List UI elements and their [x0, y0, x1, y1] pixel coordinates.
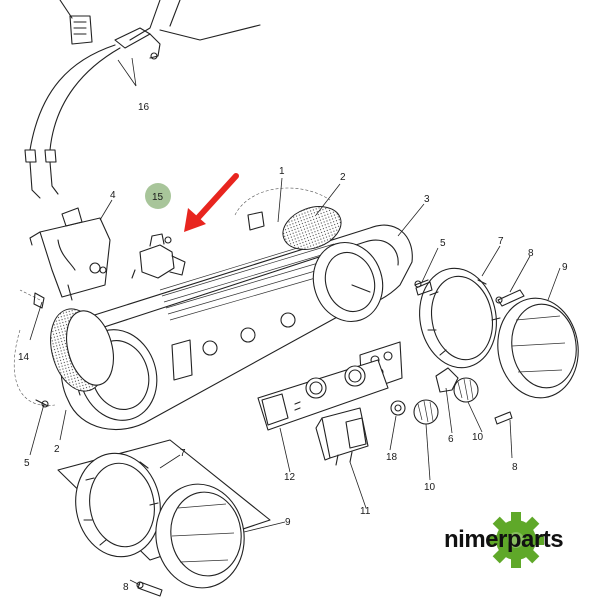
callout-8: 8: [512, 462, 518, 473]
callout-3: 3: [424, 194, 430, 205]
sensor-part-15: [131, 233, 186, 279]
callout-7: 7: [180, 448, 186, 459]
lower-bezel-assembly: [57, 439, 271, 597]
callout-1: 1: [279, 166, 285, 177]
callout-16: 16: [138, 102, 150, 113]
callout-14: 14: [18, 352, 30, 363]
highlight-circle: [145, 183, 171, 209]
right-gauge-housing: [234, 187, 342, 250]
left-gauge-housing: [13, 289, 114, 406]
rocker-switch-part-11: [315, 407, 369, 466]
screws: [35, 279, 429, 408]
callout-9: 9: [285, 517, 291, 528]
instrument-panel: [60, 224, 413, 431]
lower-panel-part-12: [257, 359, 389, 431]
highlight-arrow: [184, 173, 239, 232]
leader-lines: [29, 57, 561, 586]
callout-5: 5: [440, 238, 446, 249]
callout-9: 9: [562, 262, 568, 273]
callout-11: 11: [360, 506, 371, 517]
callout-6: 6: [448, 434, 454, 445]
callout-10: 10: [472, 432, 484, 443]
knobs: [390, 367, 479, 425]
callout-2: 2: [54, 444, 60, 455]
callout-7: 7: [498, 236, 504, 247]
callout-15: 15: [152, 192, 164, 203]
callout-4: 4: [110, 190, 116, 201]
brand-name: nimerparts: [444, 526, 564, 553]
callout-5: 5: [24, 458, 30, 469]
callout-10: 10: [424, 482, 436, 493]
callout-8: 8: [123, 582, 129, 593]
right-bezel-assembly: [415, 267, 579, 425]
switch-part-4: [29, 207, 111, 301]
callout-2: 2: [340, 172, 346, 183]
callout-18: 18: [386, 452, 398, 463]
callout-12: 12: [284, 472, 296, 483]
cable-assembly: [24, 0, 261, 199]
callout-8: 8: [528, 248, 534, 259]
callout-labels: 1 2 2 3 4 5 5 6 7 7 8 8 8 9 9 10 10 11 1…: [18, 102, 568, 593]
